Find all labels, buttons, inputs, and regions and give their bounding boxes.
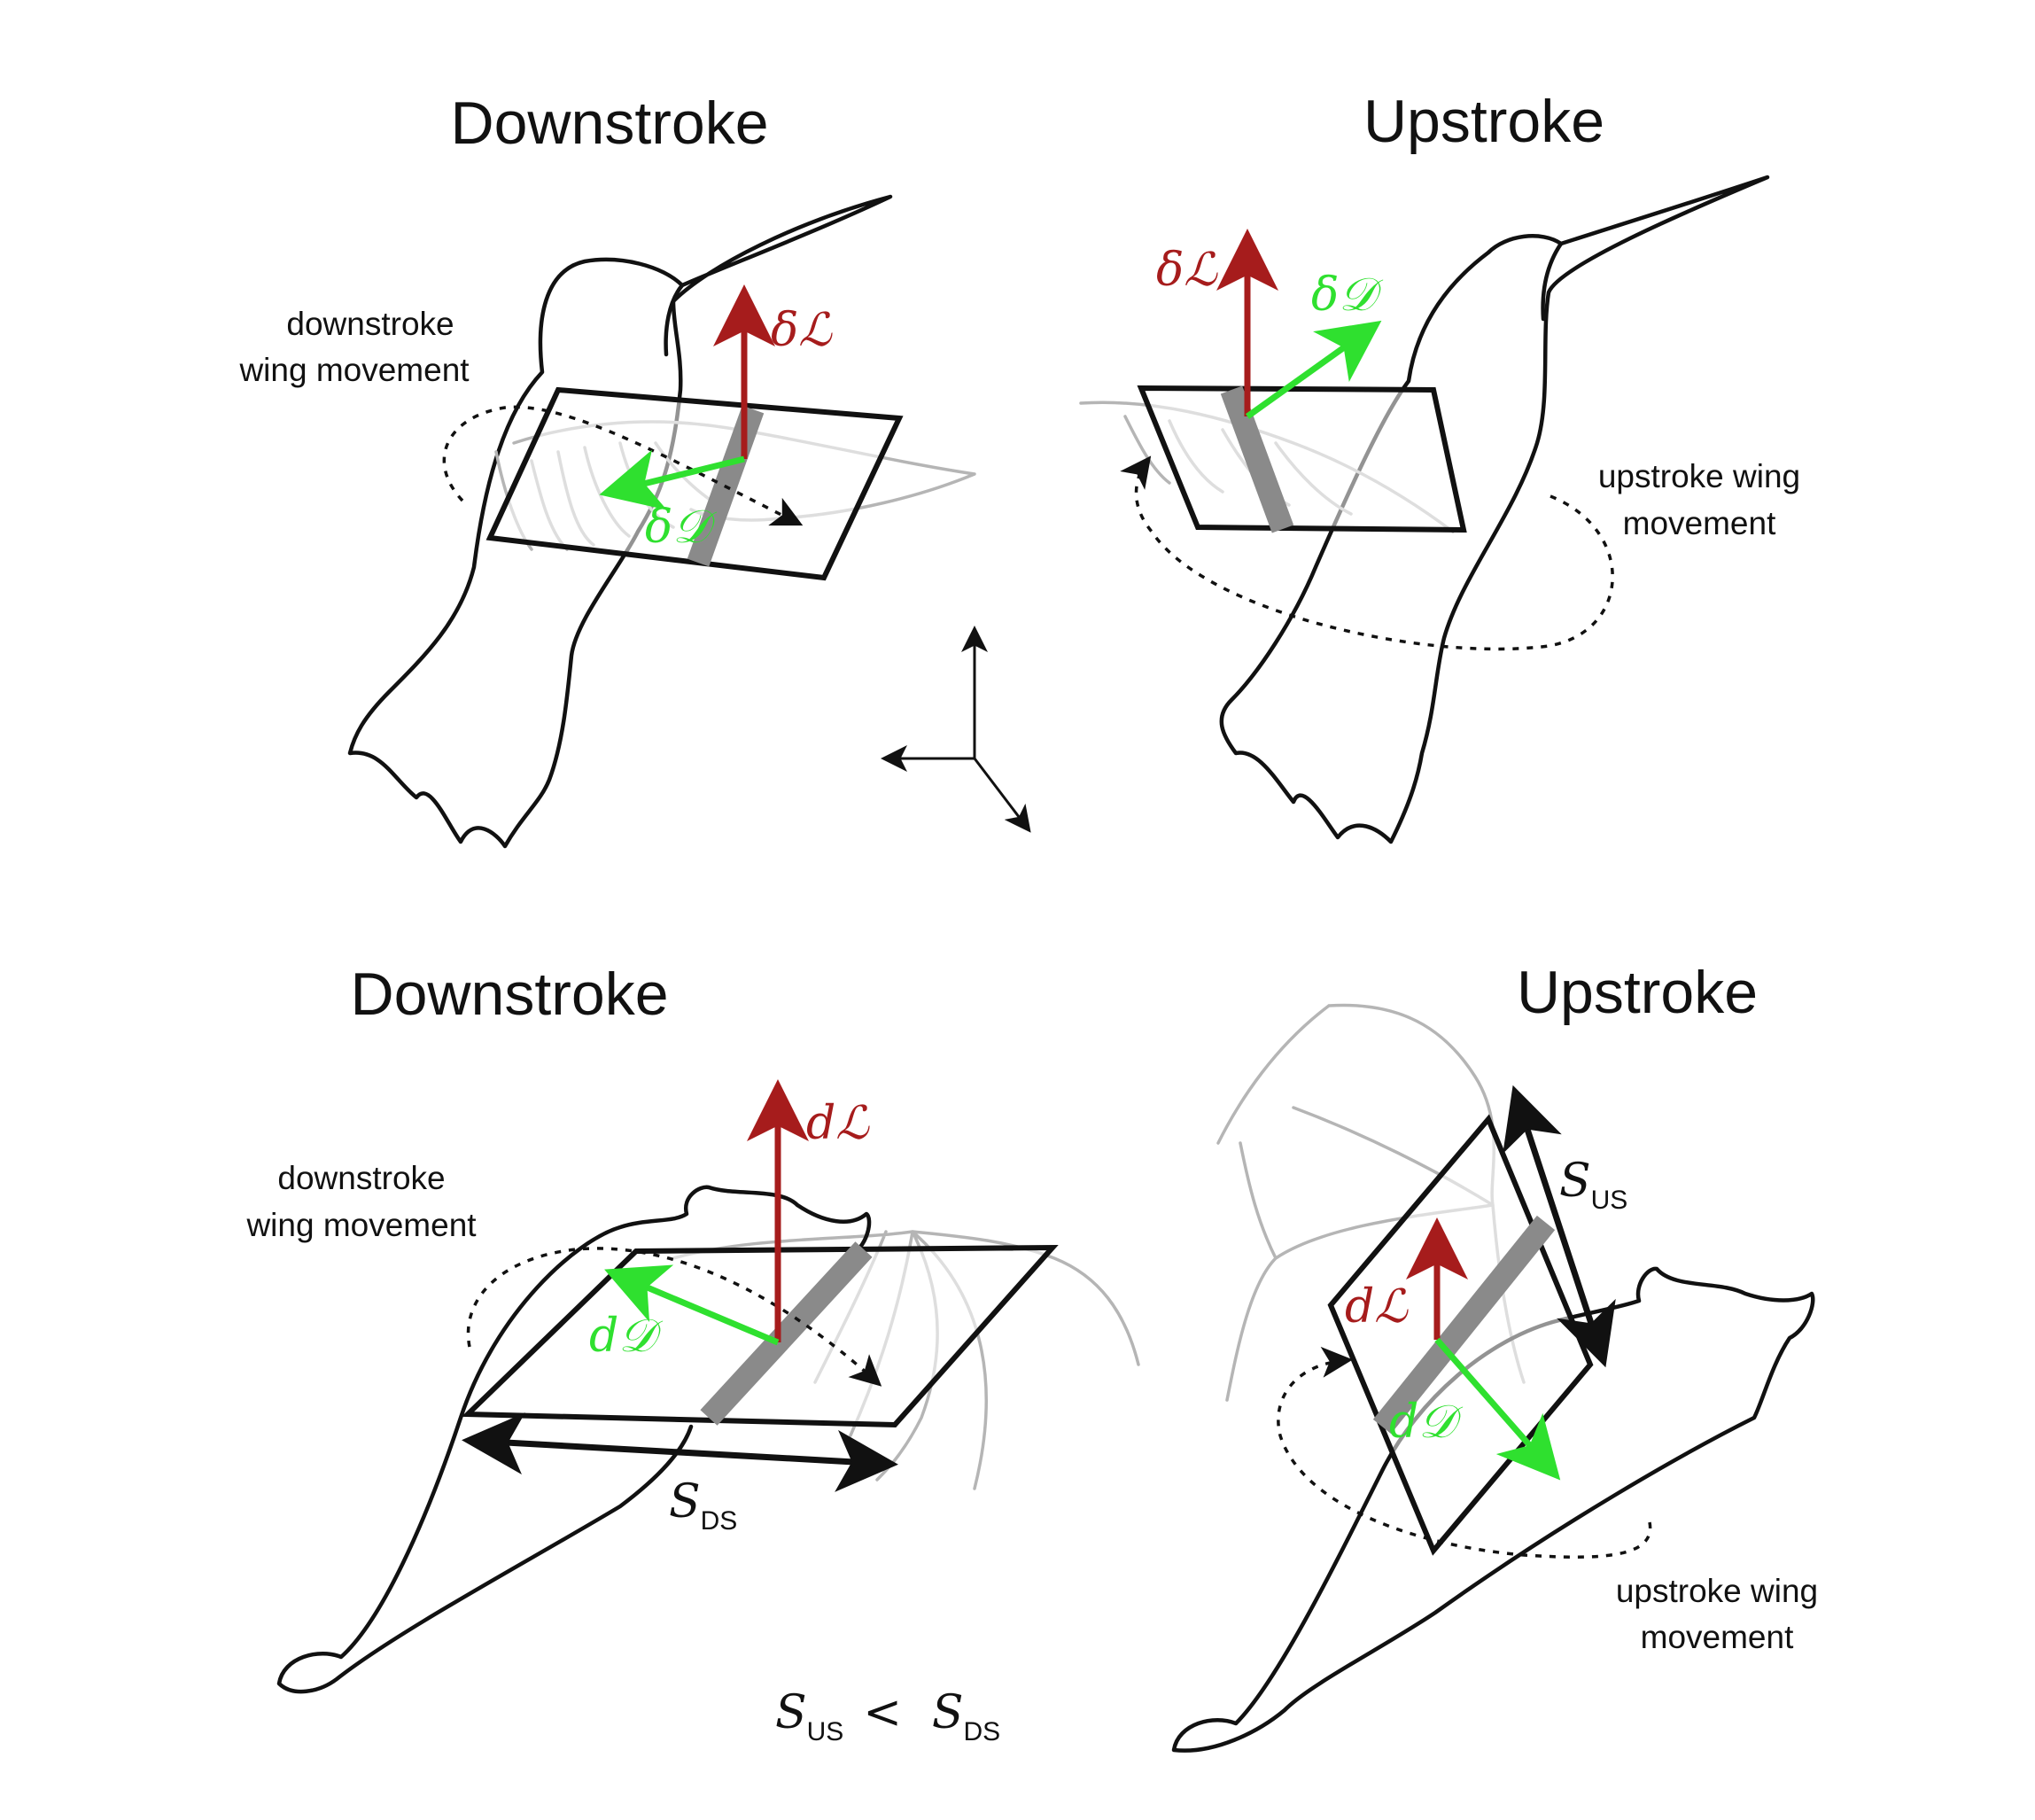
panel-title: Downstroke [350,961,668,1028]
coordinate-axes-icon [881,626,1031,833]
motion-note-line1: upstroke wing [1616,1573,1818,1609]
stroke-path-dashed [1120,455,1614,651]
span-label: SDS [669,1475,737,1536]
motion-note-line2: wing movement [245,1207,477,1243]
motion-note-line2: movement [1641,1619,1794,1655]
span-label: SUS [1559,1155,1627,1215]
hummingbird-body-outline [1219,175,1770,844]
drag-arrow [1434,1337,1561,1481]
drag-arrow [599,449,745,510]
lift-label: dℒ [1345,1280,1409,1334]
wing-span-band [700,1241,873,1426]
motion-note-line2: movement [1623,505,1776,541]
ghost-wing-bones [1216,1003,1526,1402]
hummingbird-throat-line [1541,241,1564,322]
drag-label: d𝒟 [589,1310,663,1363]
panel-title: Upstroke [1363,88,1604,155]
wing-span-band [1220,385,1294,533]
stroke-path-dashed [1277,1346,1652,1559]
stroke-path-dashed [442,405,804,526]
drag-arrow [604,1264,780,1346]
span-comparison: SUS<SDS [775,1686,1000,1746]
drag-label: δ𝒟 [645,501,717,554]
stroke-path-dashed [466,1247,882,1387]
span-arrow [1503,1085,1616,1368]
bat-body-outline [1171,1266,1815,1753]
motion-note-line1: downstroke [277,1160,445,1196]
hummingbird-throat-line [664,283,685,357]
lift-label: δℒ [771,304,833,357]
wing-section-plane [1137,385,1467,533]
panel-title: Downstroke [450,89,768,157]
panel-title: Upstroke [1517,959,1758,1026]
lift-label: dℒ [806,1097,870,1150]
lift-label: δℒ [1156,244,1218,297]
wing-section-plane [485,386,904,581]
panel-bat-downstroke: Downstroke dℒ d𝒟 SDS downstroke wing mov… [245,961,1140,1694]
span-arrow [462,1412,898,1492]
drag-label: δ𝒟 [1311,268,1383,322]
motion-note-line1: downstroke [286,306,454,342]
panel-bat-upstroke: Upstroke dℒ d𝒟 SUS upstroke wing movemen… [1171,959,1818,1753]
motion-note-line1: upstroke wing [1598,458,1800,494]
drag-label: d𝒟 [1389,1396,1463,1449]
motion-note-line2: wing movement [238,352,470,388]
drag-arrow [1245,320,1382,419]
panel-hummingbird-upstroke: Upstroke δℒ δ𝒟 upstroke wing movement [1079,88,1800,844]
panel-hummingbird-downstroke: Downstroke δℒ δ𝒟 downstroke wing movemen… [238,89,976,849]
